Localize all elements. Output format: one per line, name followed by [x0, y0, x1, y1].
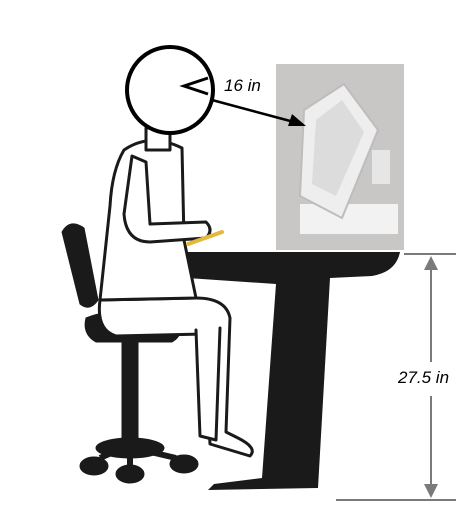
chair-caster — [80, 457, 108, 475]
dimension-arrow-up — [424, 256, 438, 270]
monitor-stand — [372, 150, 390, 184]
monitor-base — [300, 204, 398, 234]
person-head — [127, 47, 213, 133]
dimension-arrow-down — [424, 484, 438, 498]
chair-post — [122, 340, 138, 440]
desk-height-label: 27.5 in — [398, 368, 449, 388]
viewing-distance-label: 16 in — [224, 76, 261, 96]
person-shin — [196, 328, 220, 440]
chair-backrest — [62, 224, 98, 307]
monitor-photo — [276, 64, 404, 250]
